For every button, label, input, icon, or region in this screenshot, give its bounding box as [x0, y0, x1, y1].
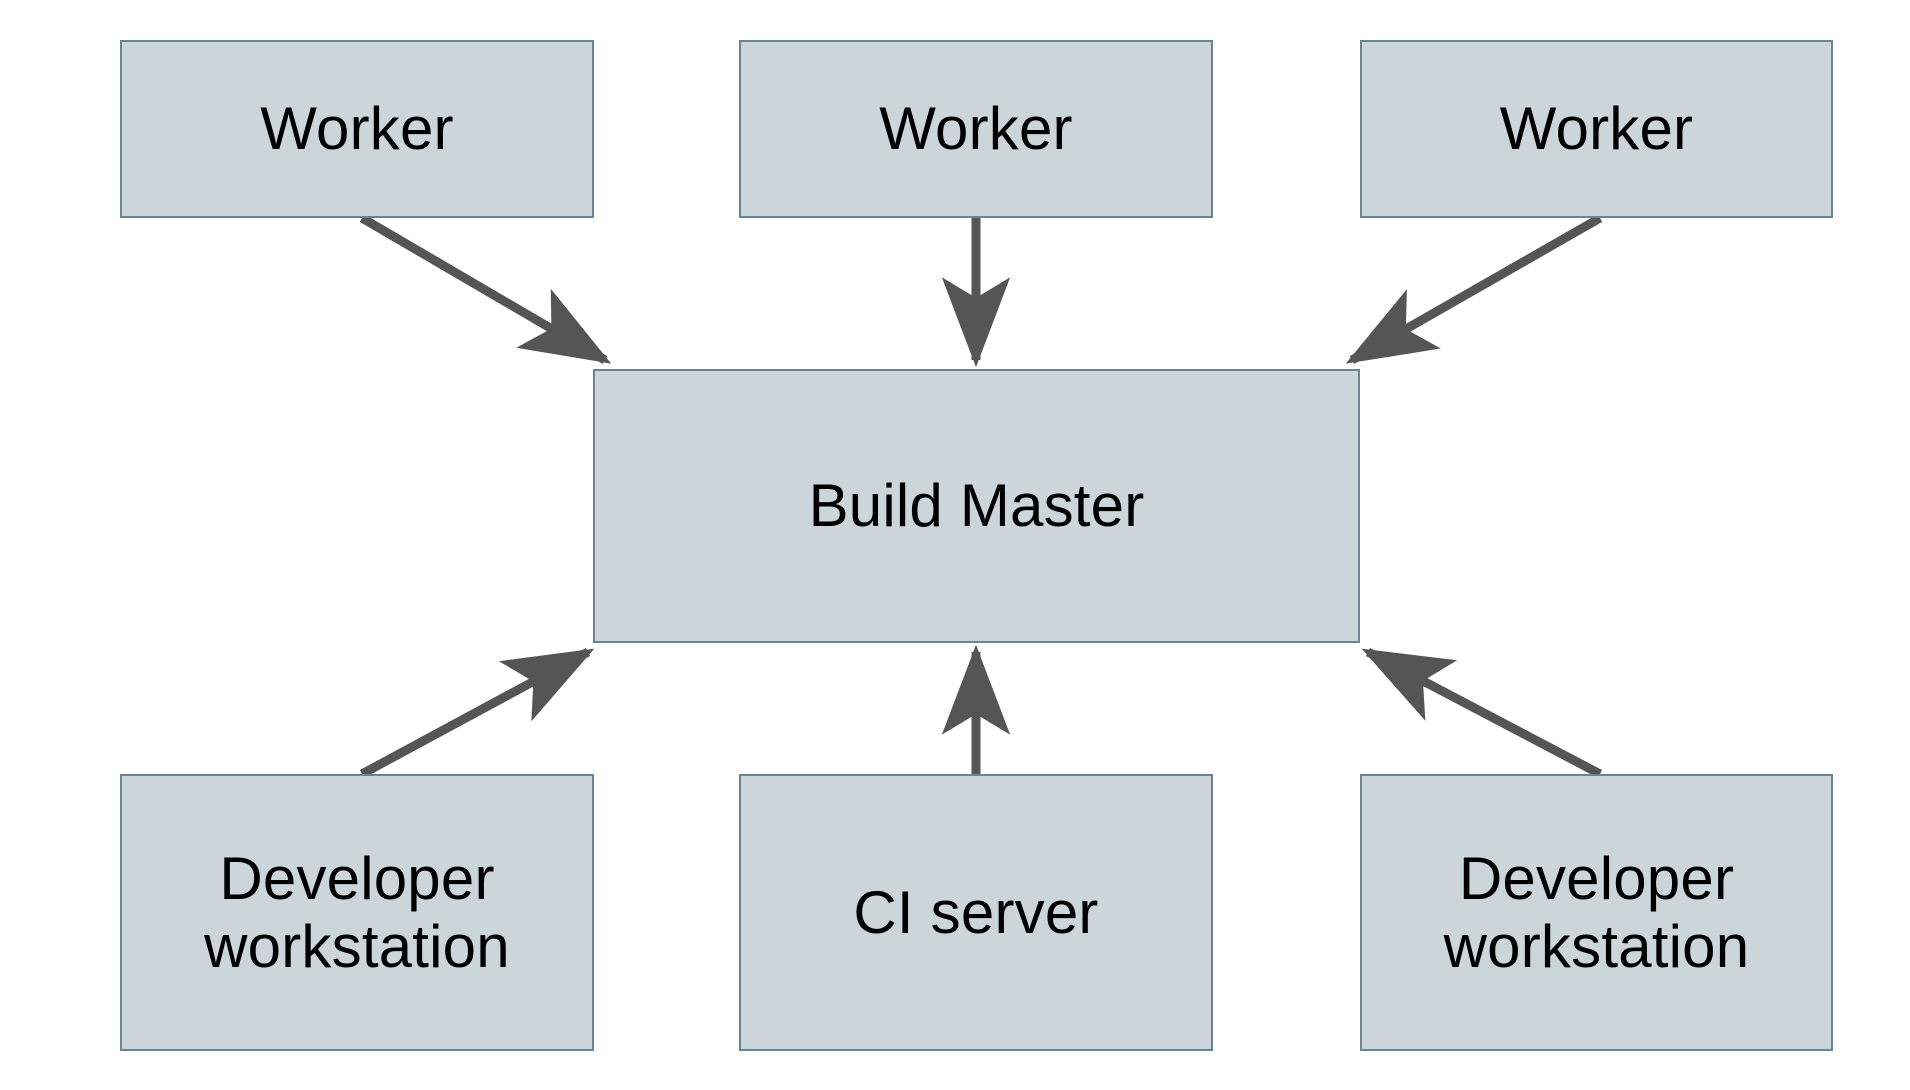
edge-dev-ws-left-to-build-master — [359, 648, 595, 778]
edge-dev-ws-right-to-build-master — [1361, 648, 1603, 778]
node-developer-workstation-left-label: Developer workstation — [204, 845, 510, 980]
node-worker-1[interactable]: Worker — [120, 40, 594, 218]
edge-worker-1-to-build-master — [359, 214, 612, 364]
node-worker-2[interactable]: Worker — [739, 40, 1213, 218]
edge-worker-3-to-build-master — [1345, 214, 1603, 364]
node-worker-1-label: Worker — [260, 95, 454, 163]
node-build-master[interactable]: Build Master — [593, 369, 1360, 643]
node-worker-3-label: Worker — [1499, 95, 1694, 163]
node-ci-server-label: CI server — [853, 878, 1099, 946]
node-developer-workstation-left[interactable]: Developer workstation — [120, 774, 594, 1051]
node-worker-2-label: Worker — [879, 95, 1073, 163]
node-ci-server[interactable]: CI server — [739, 774, 1213, 1051]
node-developer-workstation-right-label: Developer workstation — [1443, 845, 1750, 980]
node-worker-3[interactable]: Worker — [1360, 40, 1833, 218]
node-build-master-label: Build Master — [808, 472, 1145, 540]
node-developer-workstation-right[interactable]: Developer workstation — [1360, 774, 1833, 1051]
